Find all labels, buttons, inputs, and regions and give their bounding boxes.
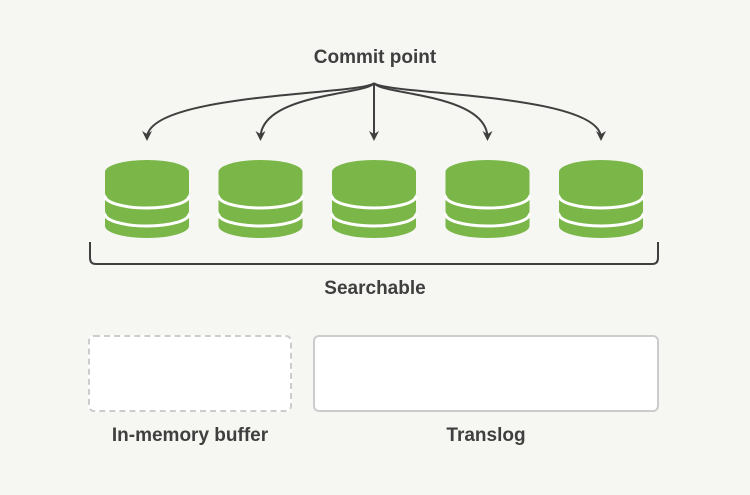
commit-arrow	[142, 82, 375, 141]
commit-arrow	[373, 82, 493, 141]
translog-box	[313, 335, 659, 412]
segment-icon	[217, 160, 304, 238]
segment-icon	[103, 160, 191, 238]
commit-arrow	[373, 82, 606, 141]
searchable-bracket	[89, 242, 659, 265]
in-memory-buffer-label: In-memory buffer	[111, 425, 269, 446]
commit-arrows	[142, 82, 606, 141]
translog-label: Translog	[446, 425, 526, 446]
searchable-label: Searchable	[324, 278, 426, 299]
segment-icon	[444, 160, 531, 238]
segment-icon	[557, 160, 645, 238]
commit-arrow	[255, 82, 375, 141]
in-memory-buffer-box	[88, 335, 292, 412]
commit-point-label: Commit point	[313, 47, 437, 68]
segments-group	[103, 160, 645, 238]
segments-diagram	[89, 82, 659, 265]
segment-icon	[330, 160, 418, 238]
